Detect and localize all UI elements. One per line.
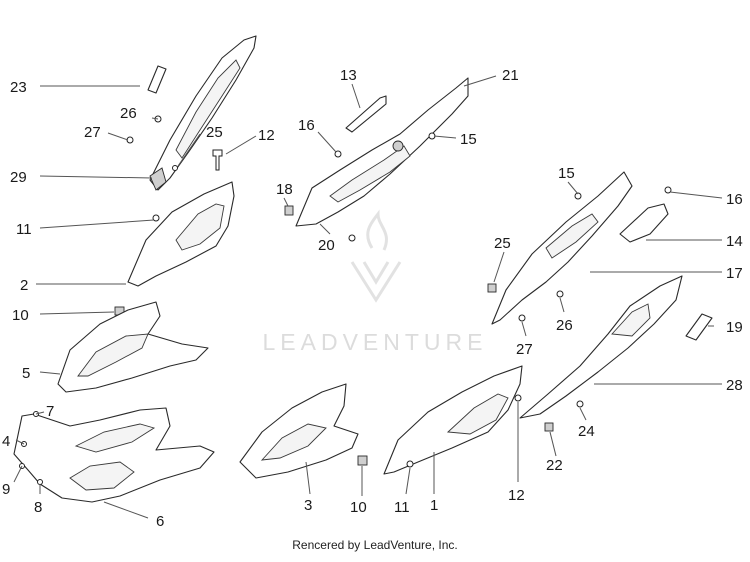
callout-29: 29 [10, 169, 27, 186]
part-14-bracket [619, 203, 669, 243]
part-28-lower-right-trim [519, 275, 683, 419]
screw-16-center [334, 150, 342, 158]
screw-8 [37, 479, 43, 485]
part-23-decal [147, 65, 167, 94]
bolt-11-right [406, 460, 414, 468]
callout-25-right: 25 [494, 235, 511, 252]
callout-10: 10 [12, 307, 29, 324]
callout-20: 20 [318, 237, 335, 254]
watermark: LEADVENTURE [263, 209, 488, 355]
leader-lines [13, 75, 723, 519]
callout-24: 24 [578, 423, 595, 440]
part-5-lower-panel [57, 301, 209, 393]
clip-25-right [487, 283, 497, 293]
callout-25: 25 [206, 124, 223, 141]
callout-11-center: 11 [394, 499, 410, 516]
callout-27: 27 [84, 124, 101, 141]
callout-2: 2 [20, 277, 28, 294]
clip-18 [284, 205, 294, 216]
part-1-side-cover [383, 365, 523, 475]
callout-27-right: 27 [516, 341, 533, 358]
part-3-lower-panel [239, 383, 359, 479]
callout-1: 1 [430, 497, 438, 514]
callout-14: 14 [726, 233, 743, 250]
footer-credit: Rencered by LeadVenture, Inc. [292, 538, 458, 552]
bolt-27-right [518, 314, 526, 322]
bolt-12-top [212, 149, 223, 171]
screw-15-right [574, 192, 582, 200]
callout-21: 21 [502, 67, 519, 84]
callout-5: 5 [22, 365, 30, 382]
callout-17: 17 [726, 265, 743, 282]
bolt-20 [348, 234, 356, 242]
callout-16: 16 [298, 117, 315, 134]
callout-26-right: 26 [556, 317, 573, 334]
callout-19: 19 [726, 319, 743, 336]
callout-3: 3 [304, 497, 312, 514]
part-29-upper-trim [149, 35, 257, 191]
part-17-right-side-panel [491, 171, 633, 325]
callout-23: 23 [10, 79, 27, 96]
callout-12: 12 [258, 127, 275, 144]
callout-8: 8 [34, 499, 42, 516]
callout-18: 18 [276, 181, 293, 198]
screw-16-right [664, 186, 672, 194]
bolt-25-top [172, 165, 178, 171]
watermark-text: LEADVENTURE [263, 329, 488, 355]
callout-9: 9 [2, 481, 10, 498]
callout-labels: 23 26 27 25 12 29 11 2 10 5 7 4 9 8 6 13… [2, 67, 743, 530]
callout-4: 4 [2, 433, 10, 450]
bolt-12-right [514, 394, 522, 402]
callout-16-right: 16 [726, 191, 743, 208]
callout-15-right: 15 [558, 165, 575, 182]
part-6-front-lower-cover [13, 407, 215, 503]
callout-7: 7 [46, 403, 54, 420]
part-13-bracket [345, 95, 387, 133]
callout-22: 22 [546, 457, 563, 474]
callout-6: 6 [156, 513, 164, 530]
callout-13: 13 [340, 67, 357, 84]
clip-22 [544, 422, 554, 432]
callout-15: 15 [460, 131, 477, 148]
callout-26: 26 [120, 105, 137, 122]
part-19-decal [685, 313, 713, 341]
bolt-11-left [152, 214, 160, 222]
callout-28: 28 [726, 377, 743, 394]
callout-12-right: 12 [508, 487, 525, 504]
watermark-flame-logo [350, 209, 402, 303]
part-2-side-cover [127, 181, 235, 287]
callout-10-center: 10 [350, 499, 367, 516]
bolt-26-right [556, 290, 564, 298]
bolt-24 [576, 400, 584, 408]
clip-10-center [357, 455, 368, 466]
callout-11: 11 [16, 221, 32, 238]
part-21-center-panel [295, 77, 469, 227]
